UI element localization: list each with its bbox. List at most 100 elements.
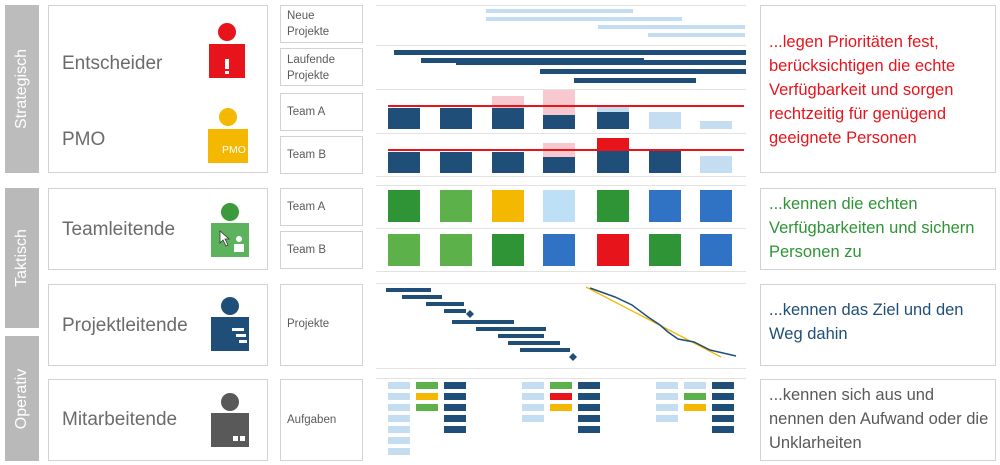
- capacity-bar: [440, 152, 472, 173]
- level-strategic: Strategisch: [5, 5, 39, 173]
- separator: [376, 133, 746, 134]
- overload-bar: [597, 138, 629, 150]
- task-board: [656, 382, 734, 433]
- label-running: Laufende Projekte: [287, 54, 335, 82]
- separator: [376, 5, 746, 6]
- burndown-ideal-line: [585, 286, 722, 358]
- capacity-line: [388, 149, 744, 151]
- free-capacity-bar: [700, 156, 732, 173]
- label-new: Neue Projekte: [287, 10, 330, 38]
- label-box-projects: [280, 284, 363, 366]
- statement-box-strategic: [760, 5, 996, 173]
- separator: [376, 45, 746, 46]
- separator: [376, 368, 746, 369]
- statement-box-worker: [760, 379, 996, 461]
- availability-cell: [649, 190, 681, 222]
- gantt-task-bar: [520, 348, 570, 352]
- role-worker: Mitarbeitende: [62, 409, 178, 430]
- label-box-team-b: [280, 136, 363, 174]
- label-team-b2: Team B: [287, 244, 326, 256]
- worker-icon: [211, 393, 249, 447]
- availability-cell: [700, 190, 732, 222]
- capacity-bar: [388, 108, 420, 129]
- new-project-bar: [598, 25, 745, 29]
- capacity-bar: [492, 152, 524, 173]
- separator: [376, 271, 746, 272]
- new-project-bar: [486, 9, 633, 13]
- running-project-bar: [394, 50, 746, 55]
- label-team-a: Team A: [287, 106, 326, 118]
- project-gantt: [386, 286, 737, 361]
- separator: [376, 378, 746, 379]
- availability-cell: [440, 190, 472, 222]
- capacity-bar: [440, 108, 472, 129]
- overload-bar: [543, 90, 575, 115]
- level-operative: Operativ: [5, 336, 39, 461]
- availability-cell: [700, 234, 732, 266]
- task-board: [388, 382, 466, 455]
- capacity-bar: [597, 150, 629, 173]
- burndown-actual-line: [589, 287, 737, 357]
- separator: [376, 283, 746, 284]
- availability-cell: [543, 234, 575, 266]
- label-projects: Projekte: [287, 318, 330, 330]
- capacity-bar: [649, 150, 681, 173]
- label-box-team-a: [280, 93, 363, 131]
- statement-box-project: [760, 284, 996, 366]
- separator: [376, 176, 746, 177]
- statement-worker: ...kennen sich aus und nennen den Aufwan…: [769, 386, 989, 452]
- availability-cell: [492, 190, 524, 222]
- gantt-task-bar: [508, 341, 560, 345]
- gantt-milestone: [466, 310, 474, 318]
- statement-box-tactical: [760, 188, 996, 270]
- label-team-a2: Team A: [287, 201, 326, 213]
- capacity-bar: [543, 157, 575, 173]
- separator: [376, 89, 746, 90]
- free-capacity-bar: [649, 112, 681, 129]
- gantt-task-bar: [426, 302, 464, 306]
- free-capacity-bar: [700, 121, 732, 129]
- gantt-task-bar: [452, 320, 514, 324]
- gantt-task-bar: [498, 334, 544, 338]
- availability-cell: [543, 190, 575, 222]
- role-project: Projektleitende: [62, 315, 188, 336]
- role-pmo: PMO: [62, 129, 106, 150]
- gantt-task-bar: [476, 327, 546, 331]
- gantt-task-bar: [386, 288, 431, 292]
- capacity-bar: [597, 112, 629, 129]
- task-boards: [388, 382, 734, 455]
- level-tactical-label: Taktisch: [13, 229, 30, 287]
- availability-cell: [649, 234, 681, 266]
- gantt-task-bar: [444, 309, 466, 313]
- gantt-task-bar: [402, 295, 442, 299]
- separator: [376, 228, 746, 229]
- label-box-team-b2: [280, 231, 363, 269]
- label-tasks: Aufgaben: [287, 414, 337, 426]
- running-project-bar: [574, 78, 696, 83]
- label-box-new: [280, 5, 363, 43]
- project-lead-icon: [211, 297, 249, 351]
- role-team: Teamleitende: [62, 219, 176, 240]
- statement-strategic: ...legen Prioritäten fest, berücksichtig…: [769, 33, 956, 147]
- capacity-bar: [388, 152, 420, 173]
- label-team-b: Team B: [287, 149, 326, 161]
- task-board: [522, 382, 600, 433]
- statement-tactical: ...kennen die echten Verfügbarkeiten und…: [769, 195, 975, 261]
- decision-maker-icon: [209, 23, 245, 78]
- availability-cell: [597, 234, 629, 266]
- availability-cell: [388, 234, 420, 266]
- new-project-bar: [486, 17, 682, 21]
- capacity-bar: [492, 108, 524, 129]
- gantt-milestone: [569, 353, 577, 361]
- capacity-bar: [543, 115, 575, 129]
- label-box-team-a2: [280, 188, 363, 226]
- availability-cell: [597, 190, 629, 222]
- separator: [376, 185, 746, 186]
- team-lead-icon: [211, 203, 249, 257]
- level-strategic-label: Strategisch: [13, 48, 30, 130]
- pmo-icon: [208, 108, 248, 163]
- new-project-bar: [648, 33, 745, 37]
- pmo-badge: PMO: [222, 144, 246, 156]
- role-entscheider: Entscheider: [62, 53, 163, 74]
- availability-cell: [492, 234, 524, 266]
